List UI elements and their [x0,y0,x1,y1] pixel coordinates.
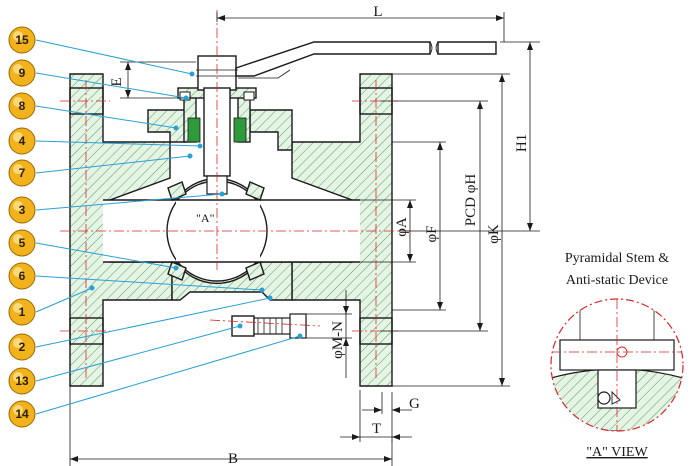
leader-dots [89,71,303,339]
callout-6: 6 [8,262,36,290]
bolt-13-14 [231,313,307,339]
dim-L: L [373,4,382,20]
body-upper-right [249,109,293,151]
detail-view-A: Pyramidal Stem & Anti-static Device "A" … [550,251,684,460]
body-upper [147,109,187,143]
callout-number: 4 [19,134,26,148]
callout-5: 5 [8,229,36,257]
dim-H: PCD φH [463,174,479,227]
callout-number: 3 [19,203,26,217]
dim-G: G [409,396,420,412]
dimension-labels: L E H1 φK PCD φH φF φA φM-N G T B "A" [109,4,530,466]
callout-number: 8 [19,99,26,113]
dim-T: T [372,421,381,437]
callout-7: 7 [8,159,36,187]
callout-number: 2 [19,340,26,354]
callout-number: 1 [19,305,26,319]
dim-E: E [109,77,125,86]
callout-15: 15 [8,26,36,54]
seats [167,181,265,281]
callout-number: 5 [19,236,26,250]
handle-lever [235,41,497,79]
dim-A: φA [394,217,410,237]
callout-number: 15 [15,33,29,47]
dim-F: φF [424,226,440,243]
callout-number: 9 [19,66,26,80]
dimension-lines [69,12,540,466]
callout-number: 13 [15,374,29,388]
detail-view-label: "A" VIEW [586,445,648,460]
callout-number: 14 [15,407,29,421]
callout-1: 1 [8,298,36,326]
leader-lines [35,39,301,415]
callout-14: 14 [8,400,36,428]
callout-number: 7 [19,166,26,180]
dim-B: B [228,451,238,466]
callout-13: 13 [8,367,36,395]
dim-MN: φM-N [330,321,346,359]
detail-caption-line2: Anti-static Device [566,273,668,288]
callout-4: 4 [8,127,36,155]
callout-8: 8 [8,92,36,120]
callout-3: 3 [8,196,36,224]
detail-caption-line1: Pyramidal Stem & [565,251,669,266]
view-marker-A: "A" [196,211,215,225]
callout-number: 6 [19,269,26,283]
callout-9: 9 [8,59,36,87]
callout-2: 2 [8,333,36,361]
dim-K: φK [486,224,502,244]
center-lines [60,10,410,380]
dim-H1: H1 [514,134,530,152]
